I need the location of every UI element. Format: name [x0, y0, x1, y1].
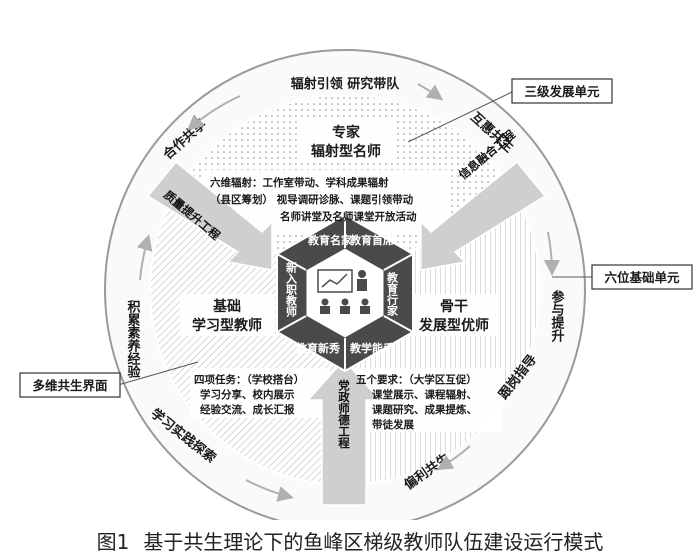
right-sector-desc-4: 带徒发展: [372, 418, 414, 431]
ring-label-left: 积累素养经验: [125, 299, 142, 379]
flow-arrow-bottom-left: [245, 479, 294, 502]
top-sector-desc-2: （县区筹划） 视导调研诊脉、课题引领带动: [210, 193, 414, 206]
flow-arrow-bottom-right: [436, 445, 471, 471]
top-title-box: [298, 118, 394, 162]
flow-arrow-top-left: [186, 95, 241, 131]
figure-caption: 图1 基于共生理论下的鱼峰区梯级教师队伍建设运行模式: [0, 520, 700, 560]
arrow-upper-right: [420, 160, 547, 271]
right-sector-title-2: 发展型优师: [418, 317, 489, 334]
right-sector-title-1: 骨干: [440, 298, 468, 315]
flow-arrow-right: [543, 231, 560, 276]
left-sector-title-2: 学习型教师: [192, 317, 262, 334]
hex-label-teaching-master: 教育名家: [307, 233, 353, 247]
ring-label-right: 参与提升: [549, 289, 565, 343]
center-hexagon: [276, 213, 414, 373]
top-sector-desc-1: 六维辐射：工作室带动、学科成果辐射: [210, 176, 389, 189]
left-sector-desc-1: 四项任务：（学校搭台）: [194, 373, 304, 386]
callout-box-multi: [19, 372, 121, 398]
figure-number: 图1: [96, 529, 130, 554]
hex-label-chief-educator: 教育首席: [349, 233, 394, 247]
hex-label-new-teacher: 新入职教师: [285, 261, 299, 318]
right-sector-desc-1: 五个要求：（大学区互促）: [356, 373, 477, 386]
right-sector-desc-2: 课堂展示、课程辐射、: [372, 388, 477, 401]
callout-line-three-level: [407, 91, 513, 143]
hex-label-new-star: 教育新秀: [295, 341, 340, 355]
top-sector-title-1: 专家: [332, 124, 361, 141]
model-diagram: 教育名家 教育首席 教育行家 教学能手 教育新秀 新入职教师 专家 辐射型名师 …: [19, 49, 693, 520]
callout-line-multi: [117, 361, 199, 386]
top-sector-title-2: 辐射型名师: [311, 143, 381, 160]
ring-label-top: 辐射引领 研究带队: [291, 76, 401, 92]
callout-multi: 多维共生界面: [32, 378, 108, 393]
flow-arrow-top-right: [417, 83, 444, 101]
left-sector-title-1: 基础: [213, 298, 241, 315]
callout-box-three-level: [511, 78, 613, 104]
right-sector-desc-3: 课题研究、成果提炼、: [372, 403, 477, 416]
hex-label-education-expert: 教育行家: [386, 271, 400, 317]
right-title-box: [408, 294, 500, 336]
flow-arrow-left: [136, 234, 153, 281]
callout-six-position: 六位基础单元: [604, 270, 680, 285]
arrow-bottom: [306, 358, 382, 506]
hex-label-teaching-ace: 教学能手: [349, 341, 394, 355]
arrow-label-party: 党政师德工程: [337, 379, 351, 450]
left-sector-desc-3: 经验交流、成长汇报: [200, 403, 295, 416]
classroom-icon: [317, 269, 370, 314]
arrow-upper-left: [146, 160, 273, 271]
left-title-box: [180, 294, 275, 336]
top-sector-desc-3: 名师讲堂及名师课堂开放活动: [280, 210, 417, 223]
left-sector-desc-2: 学习分享、校内展示: [200, 388, 295, 401]
left-desc-box: [190, 368, 330, 418]
callout-box-six-position: [591, 264, 693, 290]
callout-three-level: 三级发展单元: [524, 84, 600, 99]
figure-caption-text: 基于共生理论下的鱼峰区梯级教师队伍建设运行模式: [143, 529, 604, 554]
